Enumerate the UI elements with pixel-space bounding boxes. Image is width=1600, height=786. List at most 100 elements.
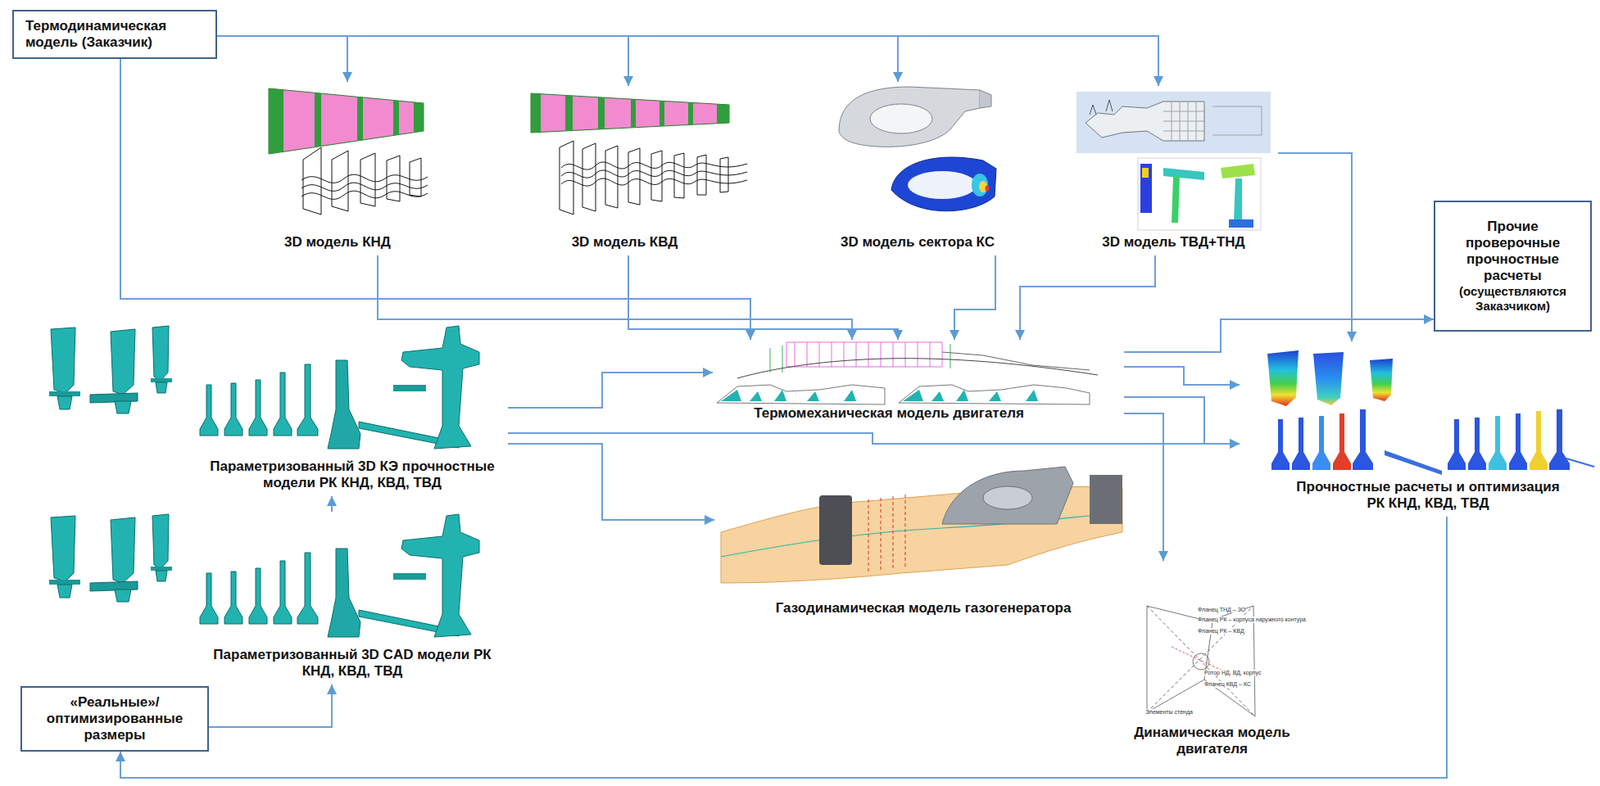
flow-arrow — [330, 496, 333, 513]
strength-results — [1352, 409, 1374, 471]
turbine-model — [1076, 91, 1271, 154]
gas-model — [819, 495, 853, 566]
hpc-model — [530, 81, 748, 215]
turbine-model — [1142, 167, 1149, 178]
hpc-model — [530, 81, 730, 148]
annotation-label: Элементы стенда — [1145, 709, 1193, 717]
turbine-model — [1163, 167, 1205, 181]
hpc-model — [561, 170, 748, 178]
process-box: Термодинамическая модель (Заказчик) — [12, 9, 218, 59]
combustor-model — [907, 171, 977, 200]
lpc-model — [301, 190, 428, 200]
figure-caption: Термомеханическая модель двигателя — [712, 405, 1066, 422]
gas-model — [720, 512, 1123, 558]
model-figure: Параметризованный 3D CAD модели РК КНД, … — [36, 512, 508, 685]
combustor-model — [985, 185, 990, 192]
flow-arrow — [507, 444, 715, 521]
thermo-model — [720, 389, 857, 402]
combustor-model — [971, 173, 989, 197]
figure-caption: Параметризованный 3D CAD модели РК КНД, … — [196, 647, 508, 680]
flow-arrow — [217, 36, 1159, 87]
flow-arrow — [217, 36, 348, 82]
figure-caption: Прочностные расчеты и оптимизация РК КНД… — [1288, 479, 1568, 513]
gas-model — [868, 494, 906, 574]
flow-arrow — [1278, 153, 1352, 342]
box-text: «Реальные»/ оптимизированные размеры — [33, 694, 196, 744]
figure-caption: 3D модель КНД — [263, 234, 412, 251]
flow-arrow — [1124, 367, 1240, 386]
combustor-model — [838, 86, 980, 147]
strength-results — [1312, 416, 1331, 471]
strength-results — [1313, 352, 1344, 406]
model-figure: Термомеханическая модель двигателя — [712, 339, 1125, 427]
turbine-model — [1233, 178, 1242, 222]
flow-arrow — [208, 684, 332, 728]
gas-model — [1089, 475, 1123, 525]
lpc-model — [301, 182, 428, 191]
strength-results — [1271, 419, 1290, 471]
strength-results — [1267, 350, 1595, 476]
strength-results — [1291, 417, 1310, 471]
flow-arrow — [377, 255, 853, 340]
dynamic-sketch — [1192, 653, 1210, 671]
turbine-model — [1089, 99, 1113, 115]
turbine-model — [1163, 101, 1262, 141]
hpc-model — [630, 81, 636, 148]
gas-model — [942, 466, 1074, 525]
flow-arrow — [1019, 255, 1156, 340]
box-text: Прочие проверочные прочностные расчеты — [1443, 218, 1582, 285]
lpc-model — [301, 174, 428, 183]
flow-arrow — [120, 516, 1447, 779]
model-figure: Параметризованный 3D КЭ прочностные моде… — [36, 323, 508, 497]
turbine-model — [1171, 176, 1180, 223]
lpc-model — [268, 81, 284, 164]
hpc-model — [561, 162, 748, 170]
annotation-label: Ротор НД, ВД, корпус — [1204, 670, 1261, 677]
rotor-fe-models — [49, 326, 480, 449]
flow-arrow — [217, 36, 629, 87]
thermo-model — [716, 385, 885, 405]
hpc-model — [561, 178, 748, 186]
lpc-model — [357, 81, 363, 164]
flow-arrow — [507, 433, 1240, 445]
thermo-model — [786, 342, 943, 368]
model-figure: 3D модель ТВД+ТНД — [1069, 86, 1279, 256]
figure-caption: 3D модель КВД — [528, 234, 721, 251]
turbine-model — [1228, 219, 1254, 228]
combustor-model — [979, 90, 992, 109]
flow-arrow — [1124, 319, 1434, 353]
turbine-model — [1137, 158, 1261, 231]
combustor-model — [838, 86, 997, 212]
gas-model — [983, 486, 1033, 510]
flow-arrow — [954, 255, 996, 340]
strength-results — [1267, 350, 1299, 407]
figure-caption: Динамическая модель двигателя — [1124, 725, 1301, 758]
lpc-model — [301, 147, 428, 215]
flow-arrow — [628, 255, 898, 340]
thermo-model — [902, 389, 1038, 402]
annotation-label: Фланец РК – корпуса наружного контура — [1197, 616, 1306, 624]
hpc-model — [716, 81, 730, 148]
lpc-model — [303, 147, 422, 215]
hpc-model — [530, 81, 541, 148]
process-box: Прочие проверочные прочностные расчеты(о… — [1433, 200, 1592, 332]
model-figure: 3D модель сектора КС — [827, 81, 1008, 256]
box-text: Термодинамическая модель (Заказчик) — [25, 18, 204, 51]
turbine-model — [1076, 91, 1271, 231]
annotation-label: Фланец КВД – КС — [1204, 681, 1251, 689]
hpc-model — [559, 140, 748, 215]
box-text: (осуществляются Заказчиком) — [1443, 284, 1582, 314]
strength-results — [1566, 458, 1595, 467]
figure-caption: Параметризованный 3D КЭ прочностные моде… — [196, 458, 508, 492]
thermo-model — [942, 352, 1090, 371]
connectors — [120, 36, 1447, 779]
model-figure: 3D модель КВД — [528, 86, 754, 256]
lpc-model — [393, 81, 399, 164]
figure-caption: 3D модель ТВД+ТНД — [1069, 234, 1279, 251]
flow-arrow — [1124, 413, 1164, 562]
strength-results — [1509, 413, 1528, 471]
hpc-model — [598, 81, 605, 148]
